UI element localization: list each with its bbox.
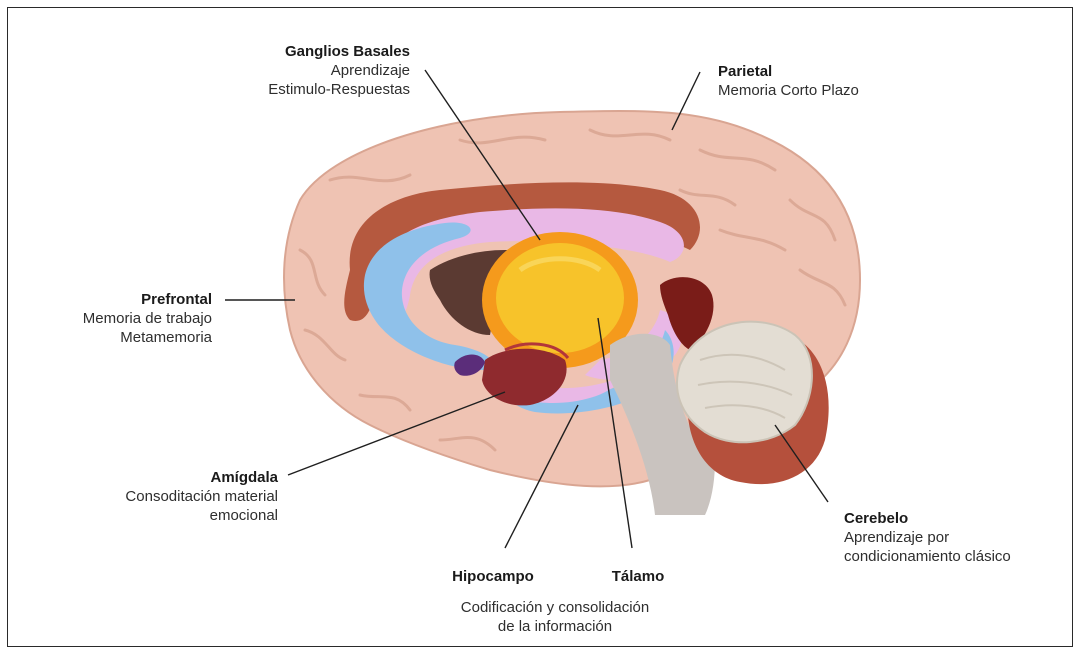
shared-caption-2: de la información: [420, 617, 690, 636]
hippocampus-title: Hipocampo: [428, 567, 558, 586]
prefrontal-title: Prefrontal: [20, 290, 212, 309]
label-hippocampus: Hipocampo: [428, 567, 558, 586]
label-basal-ganglia: Ganglios Basales Aprendizaje Estimulo-Re…: [240, 42, 410, 99]
amygdala-title: Amígdala: [70, 468, 278, 487]
label-amygdala: Amígdala Consoditación material emociona…: [70, 468, 278, 525]
amygdala-desc-1: Consoditación material: [70, 487, 278, 506]
label-shared-caption: Codificación y consolidación de la infor…: [420, 598, 690, 636]
basal-ganglia-desc-1: Aprendizaje: [240, 61, 410, 80]
prefrontal-desc-1: Memoria de trabajo: [20, 309, 212, 328]
parietal-title: Parietal: [718, 62, 938, 81]
label-cerebellum: Cerebelo Aprendizaje por condicionamient…: [844, 509, 1066, 566]
parietal-desc-1: Memoria Corto Plazo: [718, 81, 938, 100]
basal-ganglia-desc-2: Estimulo-Respuestas: [240, 80, 410, 99]
cerebellum-desc-1: Aprendizaje por: [844, 528, 1066, 547]
amygdala-desc-2: emocional: [70, 506, 278, 525]
shared-caption-1: Codificación y consolidación: [420, 598, 690, 617]
label-prefrontal: Prefrontal Memoria de trabajo Metamemori…: [20, 290, 212, 347]
thalamus-title: Tálamo: [588, 567, 688, 586]
label-thalamus: Tálamo: [588, 567, 688, 586]
label-parietal: Parietal Memoria Corto Plazo: [718, 62, 938, 100]
basal-ganglia-title: Ganglios Basales: [240, 42, 410, 61]
cerebellum-title: Cerebelo: [844, 509, 1066, 528]
cerebellum-desc-2: condicionamiento clásico: [844, 547, 1066, 566]
prefrontal-desc-2: Metamemoria: [20, 328, 212, 347]
